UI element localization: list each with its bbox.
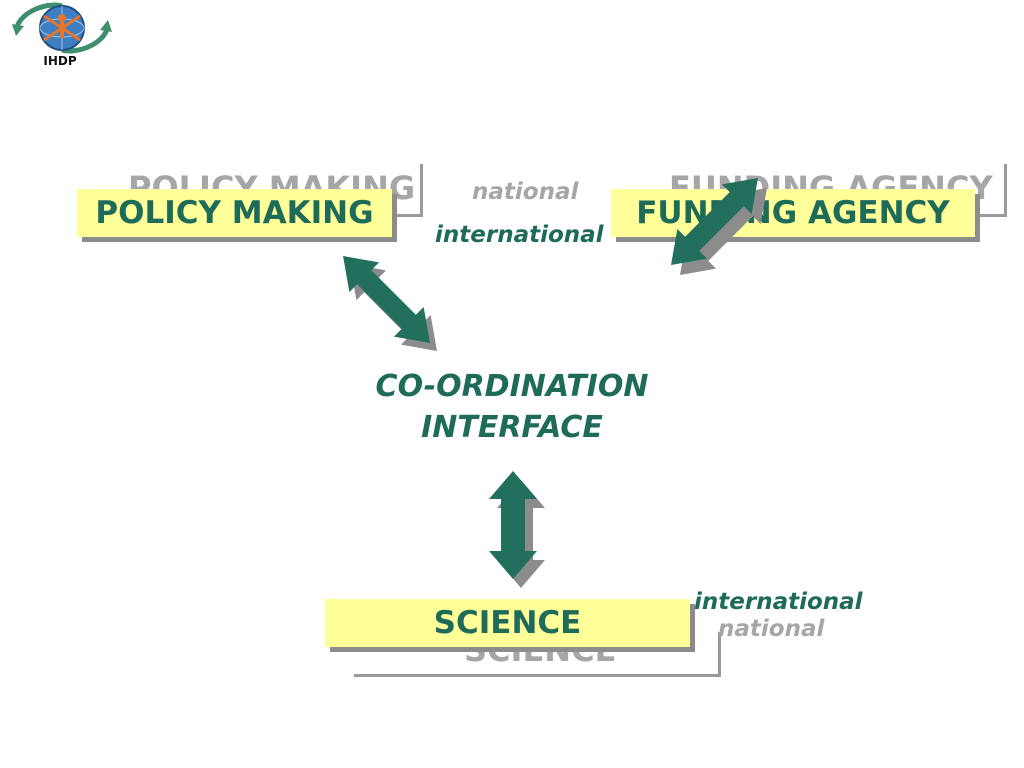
science-interface-arrow: [489, 471, 545, 588]
funding-agency-back-bracket: [978, 164, 1007, 217]
logo-text: IHDP: [43, 54, 77, 68]
ihdp-logo: IHDP: [10, 2, 114, 72]
bottom-national-label: national: [718, 616, 825, 642]
globe-icon: [12, 2, 112, 54]
science-back-bracket: [354, 632, 721, 677]
coordination-interface-label: CO-ORDINATION INTERFACE: [312, 366, 712, 448]
bottom-international-label: international: [694, 589, 863, 615]
coordination-interface-line2: INTERFACE: [421, 410, 603, 445]
top-national-label: national: [472, 179, 579, 205]
policy-making-box: POLICY MAKING: [77, 189, 392, 237]
policy-interface-arrow: [343, 256, 437, 351]
policy-making-back-bracket: [396, 164, 423, 217]
coordination-interface-line1: CO-ORDINATION: [375, 369, 649, 404]
top-international-label: international: [435, 222, 604, 248]
funding-agency-box: FUNDING AGENCY: [611, 189, 975, 237]
funding-interface-arrow: [671, 178, 767, 275]
science-box: SCIENCE: [325, 599, 690, 647]
